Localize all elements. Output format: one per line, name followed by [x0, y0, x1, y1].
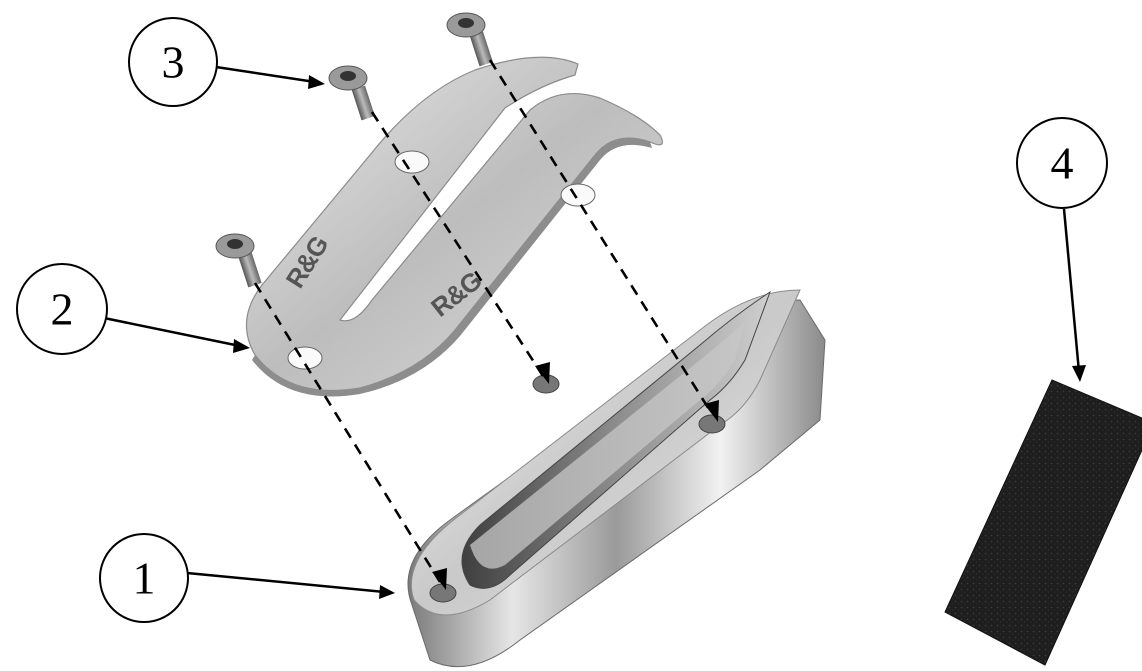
- alignment-line-right: [488, 59, 714, 415]
- alignment-line-middle: [370, 111, 545, 377]
- base-block-part: [407, 289, 826, 668]
- callout-2-label: 2: [51, 284, 74, 335]
- alignment-line-left: [253, 282, 442, 583]
- foam-pad-part: [944, 379, 1142, 666]
- callout-2: 2: [16, 263, 250, 355]
- screw-left: [215, 233, 262, 288]
- screw-top-left: [328, 65, 375, 121]
- u-plate-part: R&G R&G: [245, 56, 663, 397]
- block-slot-floor: [470, 322, 745, 569]
- callout-3: 3: [128, 17, 325, 107]
- plate-hole-top: [394, 150, 430, 174]
- block-hole-right: [698, 414, 726, 434]
- block-hole-left: [429, 583, 457, 603]
- screw-top-right: [446, 12, 493, 67]
- foam-pad-body: [944, 379, 1142, 666]
- plate-outline: [245, 56, 663, 392]
- alignment-arrowhead-middle: [535, 362, 550, 384]
- plate-hole-right: [560, 183, 596, 207]
- callout-4: 4: [1016, 117, 1108, 382]
- callout-4-label: 4: [1051, 138, 1074, 189]
- alignment-arrowhead-left: [432, 568, 447, 590]
- alignment-arrowhead-right: [704, 400, 719, 422]
- callout-3-label: 3: [162, 37, 185, 88]
- callout-1: 1: [99, 533, 395, 623]
- callout-1-label: 1: [133, 553, 156, 604]
